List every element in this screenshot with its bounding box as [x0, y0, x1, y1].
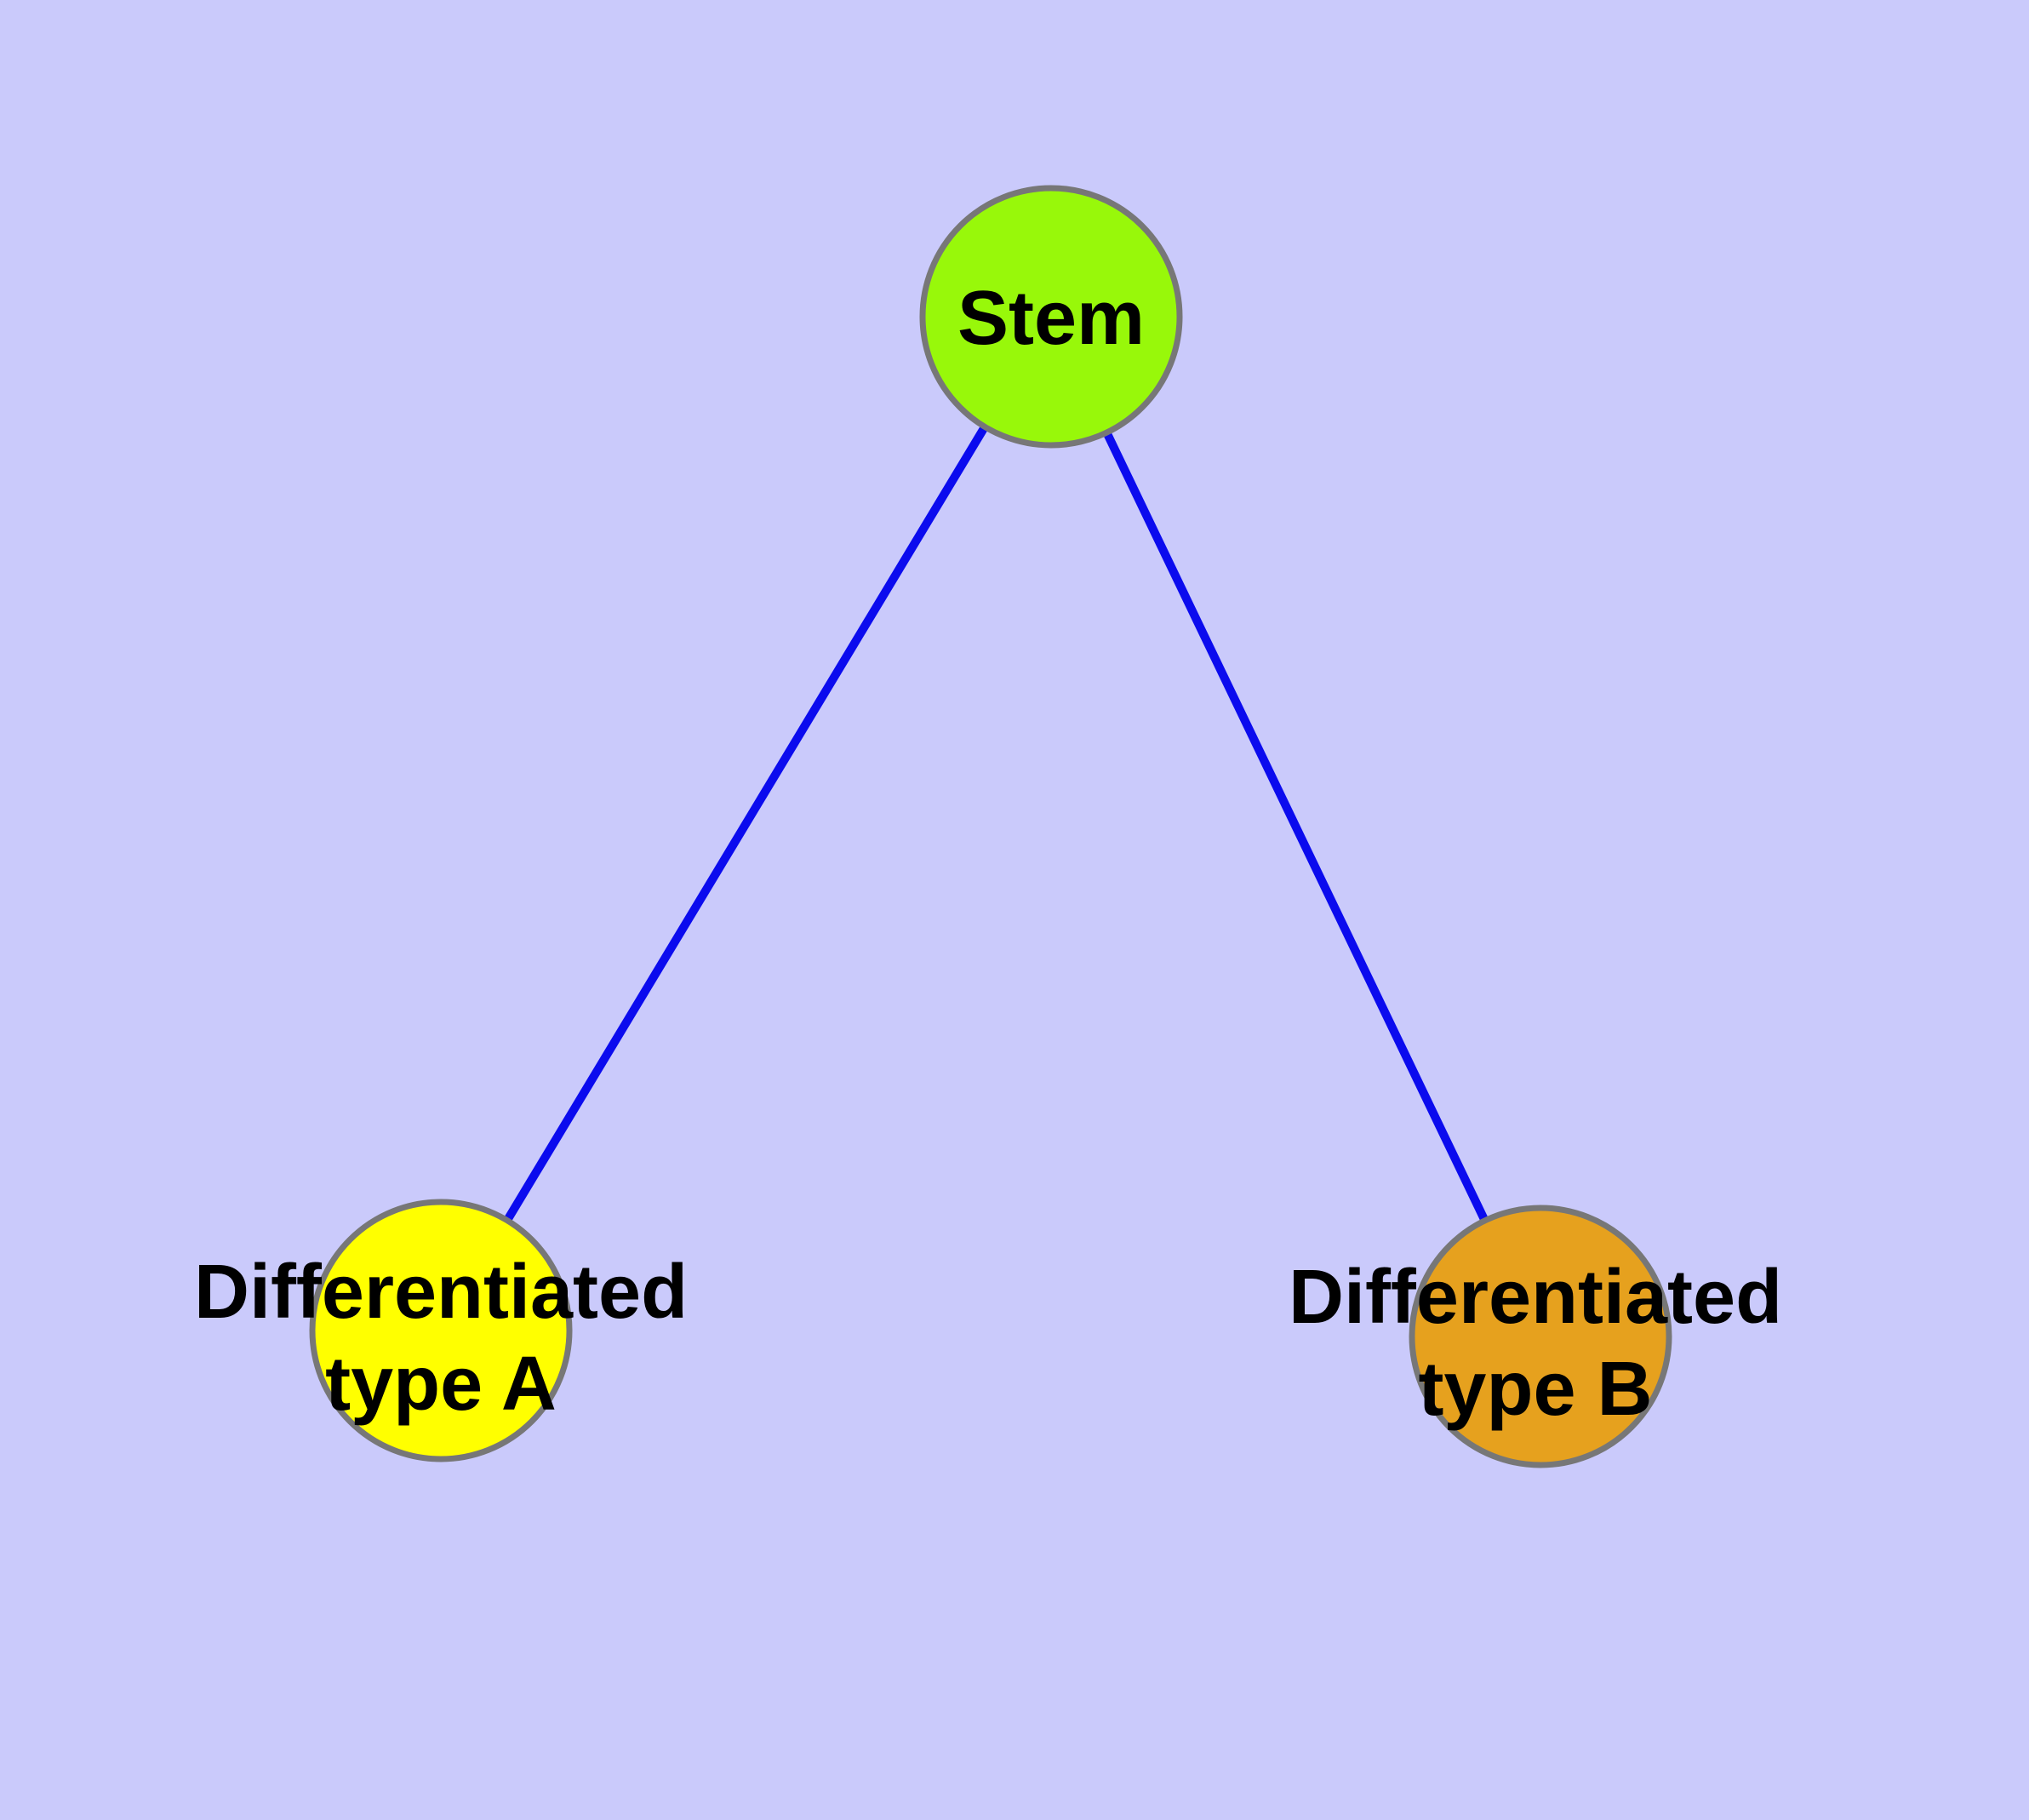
node-differentiated-type-b[interactable] — [1409, 1205, 1672, 1468]
edge-stem-to-type-b — [1047, 314, 1545, 1339]
node-stem[interactable] — [919, 185, 1183, 449]
node-differentiated-type-a[interactable] — [309, 1199, 573, 1462]
edge-stem-to-type-a — [437, 314, 1055, 1333]
